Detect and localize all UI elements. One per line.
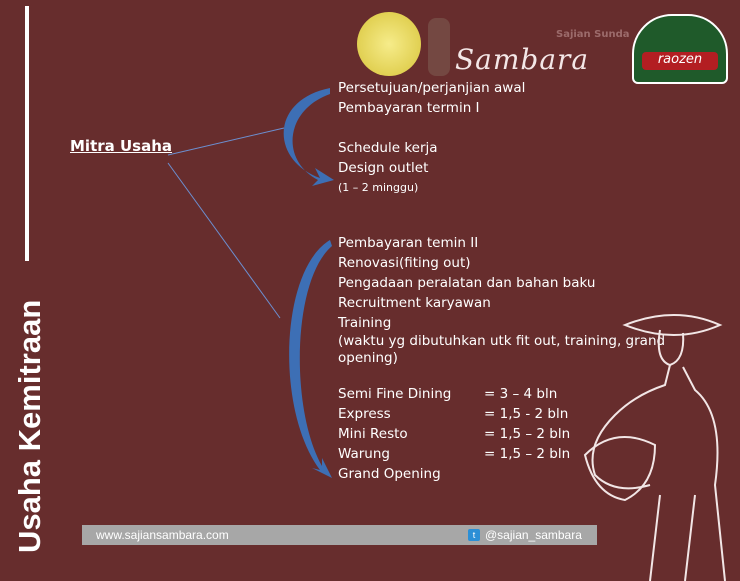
connector-line-bottom [167,162,281,319]
raozen-logo: raozen [632,14,728,84]
curved-arrow-top [283,88,334,186]
duration-value: = 1,5 – 2 bln [484,446,571,462]
phase1-item: Pembayaran termin I [338,100,480,116]
duration-row: Warung = 1,5 – 2 bln [338,444,570,464]
footer-bar: www.sajiansambara.com t @sajian_sambara [82,525,597,545]
phase2-item: Pembayaran temin II [338,235,479,251]
sajian-sunda-text: Sajian Sunda [556,29,630,40]
phase1-list: Persetujuan/perjanjian awal Pembayaran t… [338,78,525,198]
curved-arrow-bottom [289,240,332,478]
outlet-type: Express [338,406,391,422]
twitter-handle[interactable]: @sajian_sambara [485,528,582,542]
duration-row: Mini Resto = 1,5 – 2 bln [338,424,570,444]
phase2-item: Renovasi(fiting out) [338,255,471,271]
title-divider [25,6,29,261]
raozen-wordmark: raozen [642,52,718,70]
website-link[interactable]: www.sajiansambara.com [96,528,229,542]
duration-value: = 3 – 4 bln [484,386,558,402]
woman-illustration [583,314,726,581]
phase1-item: Schedule kerja [338,140,438,156]
phase1-item: Persetujuan/perjanjian awal [338,80,526,96]
phase1-item: Design outlet [338,160,429,176]
phase2-list: Pembayaran temin II Renovasi(fiting out)… [338,233,665,367]
phase2-item: Recruitment karyawan [338,295,491,311]
phase2-item: opening) [338,350,398,366]
phase2-item: Training [338,315,392,331]
outlet-type: Warung [338,446,390,462]
sambara-badge-logo [357,12,421,76]
duration-value: = 1,5 - 2 bln [484,406,569,422]
sambara-logo-text: Sambara [455,43,590,76]
duration-row: Express = 1,5 - 2 bln [338,404,570,424]
connector-line-top [167,127,285,156]
twitter-icon: t [468,529,480,541]
phase2-item: Pengadaan peralatan dan bahan baku [338,275,596,291]
figure-logo [428,18,450,76]
mitra-usaha-heading: Mitra Usaha [70,137,173,155]
phase1-item [338,118,525,138]
outlet-type: Mini Resto [338,426,408,442]
phase2-item: (waktu yg dibutuhkan utk fit out, traini… [338,333,666,349]
grand-opening: Grand Opening [338,466,441,482]
duration-row: Semi Fine Dining = 3 – 4 bln [338,384,570,404]
outlet-type: Semi Fine Dining [338,386,452,402]
duration-table: Semi Fine Dining = 3 – 4 bln Express = 1,5… [338,384,570,484]
phase1-note: (1 – 2 minggu) [338,181,419,194]
duration-value: = 1,5 – 2 bln [484,426,571,442]
